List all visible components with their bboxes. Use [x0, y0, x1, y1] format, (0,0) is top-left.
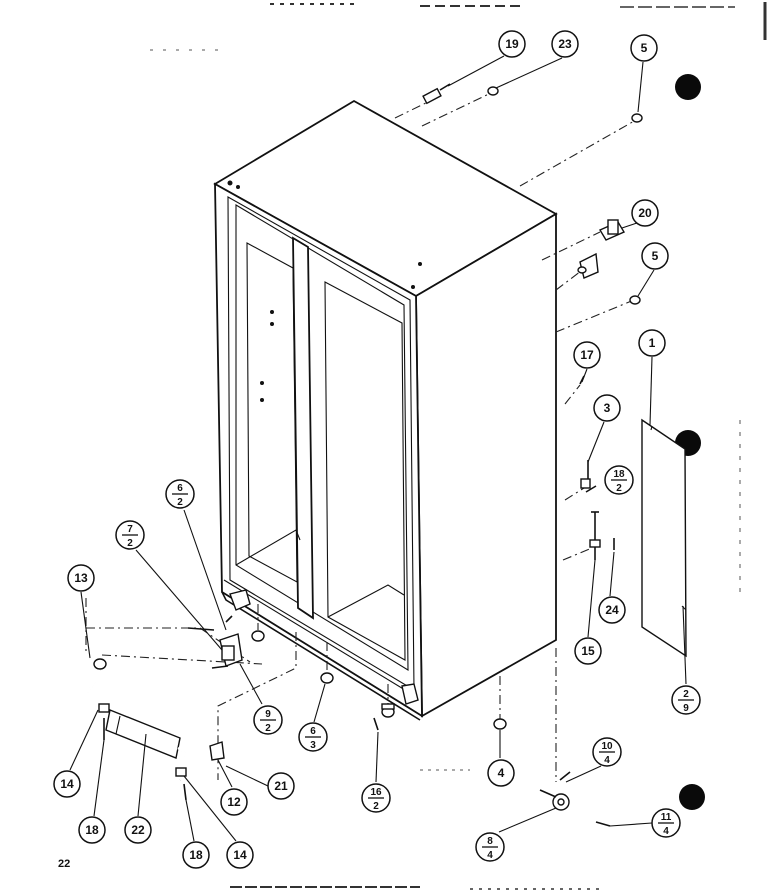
callout-top: 8 [487, 836, 493, 847]
clip-12 [209, 741, 225, 761]
callout-bottom: 2 [127, 538, 133, 549]
callout-f9-2: 92 [253, 705, 283, 735]
callout-f8-4: 84 [475, 832, 505, 862]
callout-bottom: 2 [177, 497, 183, 508]
callout-label: 1 [649, 336, 656, 350]
callout-c15: 15 [574, 637, 602, 665]
callout-c20: 20 [631, 199, 659, 227]
callout-c23: 23 [551, 30, 579, 58]
callout-label: 22 [131, 823, 145, 837]
callout-c4: 4 [487, 759, 515, 787]
callout-pointers [69, 55, 687, 842]
callout-label: 14 [60, 777, 74, 791]
callout-label: 18 [85, 823, 99, 837]
scan-noise [150, 2, 767, 890]
callout-label: 5 [652, 249, 659, 263]
binder-hole-top [675, 74, 701, 100]
callout-top: 16 [370, 787, 382, 798]
rod-15 [589, 511, 601, 560]
callout-f6-3: 63 [298, 722, 328, 752]
hinge-20 [577, 219, 626, 279]
callout-top: 10 [601, 741, 613, 752]
callout-c21: 21 [267, 772, 295, 800]
callout-c17: 17 [573, 341, 601, 369]
page-number: 22 [58, 858, 71, 870]
callout-c5b: 5 [641, 242, 669, 270]
callout-c18b: 18 [182, 841, 210, 869]
callout-f11-4: 114 [651, 808, 681, 838]
callout-bottom: 3 [310, 740, 316, 751]
callout-label: 14 [233, 848, 247, 862]
callout-bottom: 4 [604, 755, 610, 766]
callout-f10-4: 104 [592, 737, 622, 767]
callout-label: 15 [581, 644, 595, 658]
callout-top: 11 [661, 812, 672, 823]
callout-label: 13 [74, 571, 88, 585]
leveling-legs [251, 630, 507, 730]
callout-f7-2: 72 [115, 520, 145, 550]
callout-c13: 13 [67, 564, 95, 592]
callout-bottom: 4 [663, 826, 669, 837]
callout-c19: 19 [498, 30, 526, 58]
callout-label: 12 [227, 795, 241, 809]
callout-c5a: 5 [630, 34, 658, 62]
callout-label: 5 [641, 41, 648, 55]
callout-c14a: 14 [53, 770, 81, 798]
callout-bottom: 2 [616, 483, 622, 494]
callout-f2-9: 29 [671, 685, 701, 715]
callout-label: 4 [498, 766, 505, 780]
roller-8 [539, 789, 570, 811]
callout-label: 24 [605, 603, 619, 617]
callout-label: 21 [274, 779, 288, 793]
pin-19 [422, 83, 451, 105]
callout-bottom: 9 [683, 703, 689, 714]
callout-bottom: 2 [373, 801, 379, 812]
callout-bottom: 2 [265, 723, 271, 734]
callout-f18-2: 182 [604, 465, 634, 495]
callout-c22: 22 [124, 816, 152, 844]
binder-hole-bottom [679, 784, 705, 810]
tube-assembly [81, 658, 189, 801]
callout-top: 6 [177, 483, 183, 494]
callout-f16-2: 162 [361, 783, 391, 813]
bottom-hinge-bracket [187, 615, 243, 669]
bracket-3 [580, 460, 591, 489]
callout-top: 2 [683, 689, 689, 700]
leader-lines [85, 91, 637, 782]
panel-1 [641, 418, 687, 658]
callout-label: 3 [604, 401, 611, 415]
callout-label: 18 [189, 848, 203, 862]
callout-c18a: 18 [78, 816, 106, 844]
callout-top: 6 [310, 726, 316, 737]
callout-bottom: 4 [487, 850, 493, 861]
callout-c1: 1 [638, 329, 666, 357]
callout-f6-2: 62 [165, 479, 195, 509]
callout-top: 9 [265, 709, 271, 720]
callout-top: 7 [127, 524, 133, 535]
callout-c12: 12 [220, 788, 248, 816]
small-parts [81, 83, 687, 827]
cabinet [213, 99, 558, 721]
callout-c3: 3 [593, 394, 621, 422]
callout-c24: 24 [598, 596, 626, 624]
callout-label: 19 [505, 37, 519, 51]
callout-label: 20 [638, 206, 652, 220]
callout-label: 23 [558, 37, 572, 51]
callout-label: 17 [580, 348, 594, 362]
callout-top: 18 [613, 469, 625, 480]
callout-c14b: 14 [226, 841, 254, 869]
